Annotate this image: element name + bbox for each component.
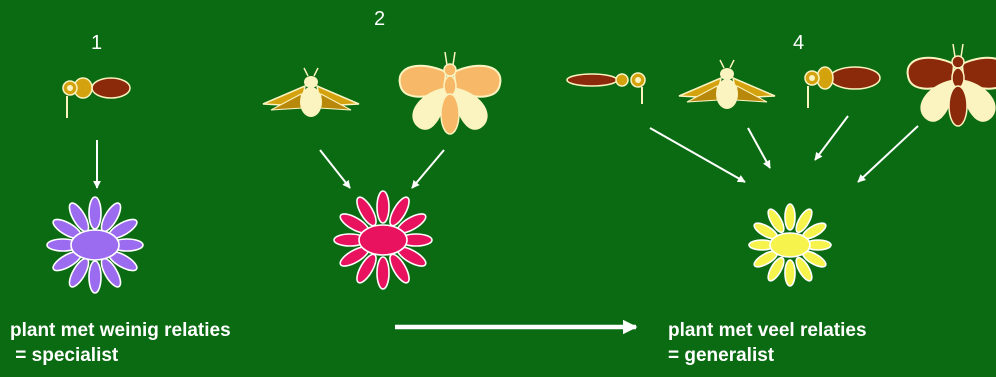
generalist-caption: plant met veel relaties = generalist [668, 318, 867, 368]
flower-center [770, 233, 810, 257]
flower-petal [785, 204, 795, 230]
arrow-wasp-to-flower [650, 128, 745, 182]
arrow-bee-to-flower [748, 128, 770, 168]
butterfly-icon [400, 52, 501, 134]
flower-petal [377, 257, 389, 289]
butterfly-icon [908, 44, 996, 126]
flower-icon [47, 197, 143, 293]
flower-petal [377, 191, 389, 223]
arrow-bee-to-flower [320, 150, 350, 188]
flower-icon [749, 204, 831, 286]
generalist-caption-line1: plant met veel relaties [668, 318, 867, 343]
specialist-caption-line2: = specialist [10, 343, 231, 368]
specialist-caption-line1: plant met weinig relaties [10, 318, 231, 343]
group-number-4: 4 [793, 32, 804, 55]
flower-petal [785, 260, 795, 286]
group-number-1: 1 [91, 32, 102, 55]
generalist-caption-line2: = generalist [668, 343, 867, 368]
arrow-butterfly-to-flower [412, 150, 444, 188]
arrow-butterfly-to-flower [858, 126, 918, 182]
wasp-icon [63, 78, 130, 118]
bee-icon [263, 68, 359, 117]
specialist-caption: plant met weinig relaties = specialist [10, 318, 231, 368]
group-number-2: 2 [374, 8, 385, 31]
flower-icon [334, 191, 432, 289]
wasp-icon [567, 73, 645, 104]
bee-icon [679, 60, 775, 109]
flower-petal [89, 261, 101, 293]
flower-center [359, 225, 407, 255]
flower-center [71, 230, 119, 260]
flower-petal [89, 197, 101, 229]
arrow-wasp-to-flower [815, 116, 848, 160]
wasp-icon [805, 67, 880, 108]
